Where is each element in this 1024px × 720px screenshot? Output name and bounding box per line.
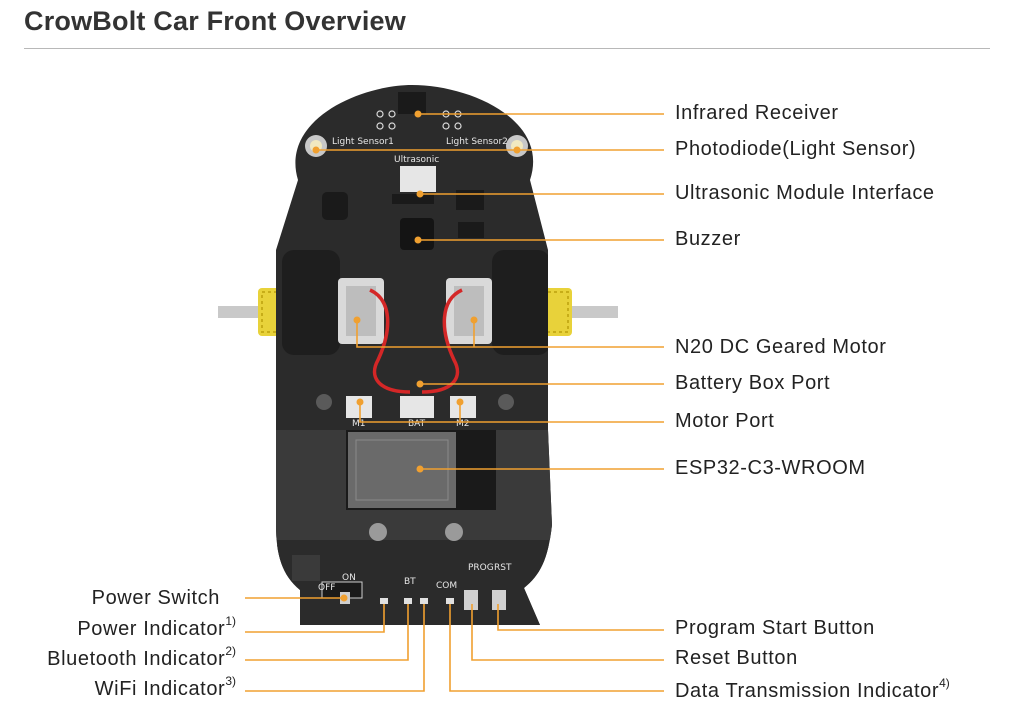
silk-light1: Light Sensor1 xyxy=(332,137,394,147)
silk-bat: BAT xyxy=(408,419,426,429)
label-battery-port: Battery Box Port xyxy=(675,372,831,394)
motor-bracket-right xyxy=(492,250,550,355)
esp32-shield xyxy=(348,432,456,508)
wire-left xyxy=(369,288,411,394)
m2-port xyxy=(450,396,476,418)
bat-port xyxy=(400,396,434,418)
label-wifi-indicator-note: 3) xyxy=(225,674,236,688)
label-infrared-receiver: Infrared Receiver xyxy=(675,102,839,124)
led-wifi xyxy=(420,598,428,604)
ultrasonic-header xyxy=(400,166,436,192)
silk-light2: Light Sensor2 xyxy=(446,137,508,147)
label-power-indicator-text: Power Indicator xyxy=(77,618,226,640)
label-reset-button: Reset Button xyxy=(675,647,798,669)
label-wifi-indicator-text: WiFi Indicator xyxy=(94,678,226,700)
label-data-indicator: Data Transmission Indicator4) xyxy=(675,676,950,703)
label-data-indicator-text: Data Transmission Indicator xyxy=(675,680,940,702)
buzzer-body xyxy=(400,218,434,250)
label-buzzer: Buzzer xyxy=(675,228,741,250)
inductor-left xyxy=(322,192,348,220)
label-bluetooth-indicator: Bluetooth Indicator2) xyxy=(47,644,236,671)
label-power-indicator: Power Indicator1) xyxy=(77,614,236,641)
silk-off: OFF xyxy=(318,583,335,593)
led-power xyxy=(380,598,388,604)
led-bt xyxy=(404,598,412,604)
prog-button-body xyxy=(492,590,506,610)
title-divider xyxy=(24,48,990,49)
silk-m1: M1 xyxy=(352,419,366,429)
silk-ultrasonic: Ultrasonic xyxy=(394,155,439,165)
silk-bt: BT xyxy=(404,577,416,587)
label-motor-port: Motor Port xyxy=(675,410,775,432)
reset-button-body xyxy=(464,590,478,610)
label-bluetooth-indicator-note: 2) xyxy=(225,644,236,658)
silk-rst: RST xyxy=(494,563,512,573)
label-photodiode: Photodiode(Light Sensor) xyxy=(675,138,917,160)
wire-right xyxy=(421,288,463,394)
silk-prog: PROG xyxy=(468,563,494,573)
silk-com: COM xyxy=(436,581,457,591)
label-wifi-indicator: WiFi Indicator3) xyxy=(94,674,236,701)
label-dc-motor: N20 DC Geared Motor xyxy=(675,336,887,358)
label-ultrasonic-interface: Ultrasonic Module Interface xyxy=(675,182,935,204)
motor-bracket-left xyxy=(282,250,340,355)
silk-m2: M2 xyxy=(456,419,470,429)
label-data-indicator-note: 4) xyxy=(939,676,950,690)
right-axle xyxy=(560,306,618,318)
label-bluetooth-indicator-text: Bluetooth Indicator xyxy=(47,648,226,670)
label-esp32: ESP32-C3-WROOM xyxy=(675,457,866,479)
m1-port xyxy=(346,396,372,418)
led-data xyxy=(446,598,454,604)
label-power-switch: Power Switch xyxy=(91,587,220,609)
page-title: CrowBolt Car Front Overview xyxy=(24,6,406,36)
label-power-indicator-note: 1) xyxy=(225,614,236,628)
silk-on: ON xyxy=(342,573,356,583)
label-program-button: Program Start Button xyxy=(675,617,875,639)
